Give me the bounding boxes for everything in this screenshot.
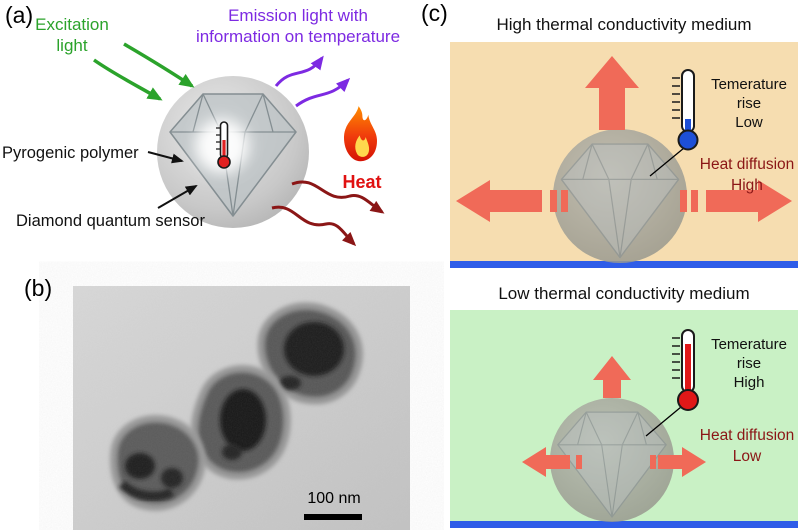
panel-a-graphics <box>92 42 385 247</box>
pointer-line-low <box>645 406 682 437</box>
emission-light-label: Emission light with information on tempe… <box>195 6 401 46</box>
panel-b-label: (b) <box>24 275 53 301</box>
diamond-sensor-label: Diamond quantum sensor <box>16 212 205 230</box>
heat-block-arrows-high <box>456 56 792 222</box>
low-temp-rise-label: Temerature rise High <box>711 336 787 391</box>
excitation-light-label: Excitation light <box>35 15 109 55</box>
scale-bar <box>304 514 362 520</box>
pyrogenic-polymer-label: Pyrogenic polymer <box>2 144 139 162</box>
panel-c-label: (c) <box>421 0 448 26</box>
emission-arrows <box>274 55 351 108</box>
low-conductivity-title: Low thermal conductivity medium <box>498 284 750 303</box>
thermometer-high-icon <box>672 69 699 151</box>
tem-image <box>73 286 410 530</box>
label-arrows <box>147 151 198 209</box>
flame-icon <box>343 106 377 162</box>
thermometer-low-icon <box>672 329 699 411</box>
low-heat-diffusion-label: Heat diffusion Low <box>699 427 795 465</box>
high-conductivity-panel <box>450 42 798 268</box>
low-conductivity-panel <box>450 310 798 528</box>
thermometer-icon <box>216 121 231 169</box>
heat-block-arrows-low <box>522 356 706 477</box>
excitation-arrows <box>92 42 195 101</box>
pointer-line-high <box>649 147 685 177</box>
panel-a-label: (a) <box>5 2 34 28</box>
scale-bar-label: 100 nm <box>307 490 361 507</box>
high-temp-rise-label: Temerature rise Low <box>711 76 787 131</box>
heat-label: Heat <box>342 172 382 192</box>
substrate-bar-high <box>450 261 798 268</box>
substrate-bar-low <box>450 521 798 528</box>
heat-arrows <box>271 180 385 247</box>
high-heat-diffusion-label: Heat diffusion High <box>699 156 795 194</box>
high-conductivity-title: High thermal conductivity medium <box>496 15 752 34</box>
